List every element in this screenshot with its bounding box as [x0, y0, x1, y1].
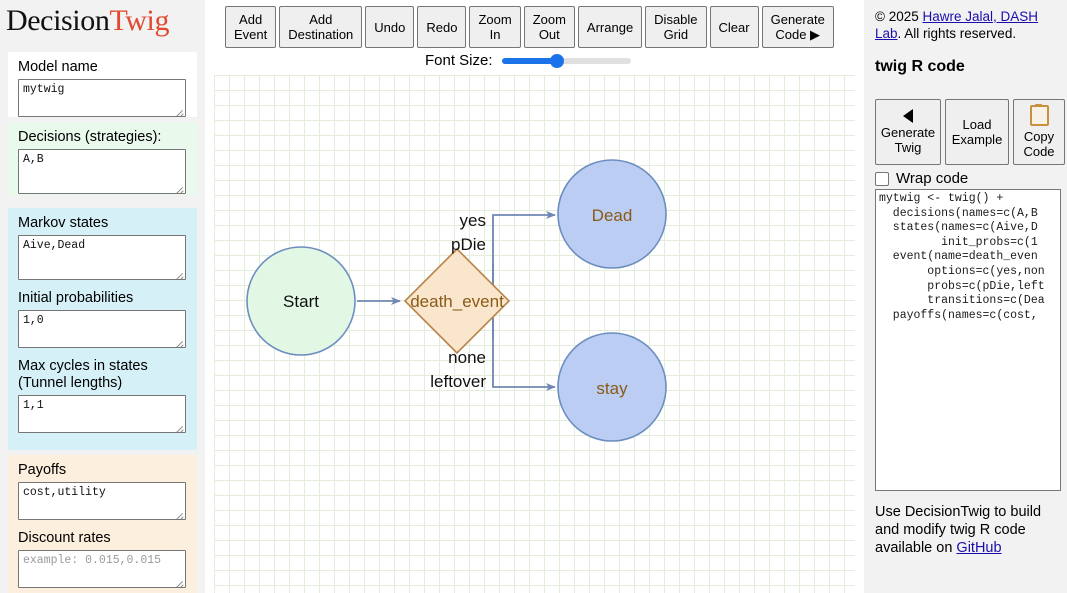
node-stay[interactable] [557, 332, 667, 442]
copyright-link[interactable]: Hawre Jalal, DASH Lab [875, 9, 1039, 41]
resize-grip-icon[interactable] [175, 423, 184, 432]
edge-label-none: none [448, 348, 486, 367]
decisions-label: Decisions (strategies): [18, 129, 162, 145]
wrap-code-label: Wrap code [896, 170, 969, 187]
node-dead-label: Dead [592, 206, 633, 225]
model-name-value: mytwig [23, 83, 65, 96]
markov-states-value: Aive,Dead [23, 239, 86, 252]
decisions-section: Decisions (strategies): A,B [8, 122, 197, 195]
load-example-button[interactable]: Load Example [945, 99, 1009, 165]
diagram-canvas[interactable]: Start death_event Dead stay yes pDie non… [214, 75, 855, 593]
slider-thumb[interactable] [549, 53, 564, 68]
node-start[interactable] [246, 246, 356, 356]
edge-label-yes: yes [460, 211, 486, 230]
top-toolbar: Add Event Add Destination Undo Redo Zoom… [214, 0, 864, 69]
zoom-in-button[interactable]: Zoom In [469, 6, 521, 48]
initial-probabilities-input[interactable]: 1,0 [18, 310, 186, 348]
footer-text: Use DecisionTwig to build and modify twi… [875, 504, 1042, 556]
markov-states-input[interactable]: Aive,Dead [18, 235, 186, 280]
arrange-button[interactable]: Arrange [577, 6, 643, 48]
copyright-suffix: . All rights reserved. [897, 26, 1017, 41]
initial-probabilities-label: Initial probabilities [18, 290, 134, 306]
markov-states-label: Markov states [18, 215, 109, 231]
resize-grip-icon[interactable] [175, 510, 184, 519]
generate-twig-button[interactable]: Generate Twig [875, 99, 941, 165]
logo-text-twig: Twig [109, 4, 170, 37]
r-code-text: mytwig <- twig() + decisions(names=c(A,B… [879, 192, 1045, 322]
font-size-control: Font Size: [425, 52, 631, 69]
slider-fill [501, 57, 557, 64]
font-size-slider[interactable] [501, 53, 631, 68]
resize-grip-icon[interactable] [175, 107, 184, 116]
footer-note: Use DecisionTwig to build and modify twi… [875, 503, 1061, 557]
generate-twig-label: Generate Twig [880, 125, 936, 155]
twig-code-title: twig R code [875, 58, 965, 75]
copyright-prefix: © 2025 [875, 9, 923, 24]
discount-rates-placeholder: example: 0.015,0.015 [23, 554, 162, 567]
edge-death-event-to-dead[interactable] [492, 211, 556, 339]
decisions-input[interactable]: A,B [18, 149, 186, 194]
model-name-label: Model name [18, 59, 98, 75]
undo-button[interactable]: Undo [365, 6, 415, 48]
edge-label-leftover: leftover [430, 372, 486, 391]
triangle-left-icon [903, 109, 913, 123]
model-name-section: Model name mytwig [8, 52, 197, 117]
copy-code-label: Copy Code [1023, 129, 1055, 159]
initial-probabilities-value: 1,0 [23, 314, 44, 327]
model-name-input[interactable]: mytwig [18, 79, 186, 117]
node-start-label: Start [283, 292, 319, 311]
add-event-button[interactable]: Add Event [225, 6, 277, 48]
resize-grip-icon[interactable] [175, 184, 184, 193]
copyright-notice: © 2025 Hawre Jalal, DASH Lab. All rights… [875, 8, 1061, 42]
clear-button[interactable]: Clear [709, 6, 759, 48]
github-link[interactable]: GitHub [956, 540, 1002, 556]
node-death-event-label: death_event [410, 292, 504, 311]
left-sidebar: DecisionTwig Model name mytwig Decisions… [0, 0, 205, 593]
logo-text-decision: Decision [6, 4, 110, 37]
max-cycles-input[interactable]: 1,1 [18, 395, 186, 433]
payoffs-value: cost,utility [23, 486, 106, 499]
zoom-out-button[interactable]: Zoom Out [523, 6, 575, 48]
right-panel: © 2025 Hawre Jalal, DASH Lab. All rights… [864, 0, 1067, 593]
payoffs-input[interactable]: cost,utility [18, 482, 186, 520]
max-cycles-label: Max cycles in states (Tunnel lengths) [18, 358, 148, 391]
payoffs-section: Payoffs cost,utility Discount rates exam… [8, 455, 197, 593]
resize-grip-icon[interactable] [175, 270, 184, 279]
node-stay-label: stay [596, 379, 628, 398]
discount-rates-label: Discount rates [18, 530, 111, 546]
node-death-event[interactable] [403, 247, 511, 355]
copy-code-button[interactable]: Copy Code [1013, 99, 1065, 165]
slider-track [501, 57, 631, 64]
r-code-textarea[interactable]: mytwig <- twig() + decisions(names=c(A,B… [875, 189, 1061, 491]
generate-code-button[interactable]: Generate Code ▶ [761, 6, 834, 48]
markov-section: Markov states Aive,Dead Initial probabil… [8, 208, 197, 450]
disable-grid-button[interactable]: Disable Grid [645, 6, 707, 48]
edge-death-event-to-stay[interactable] [492, 263, 556, 391]
decisions-value: A,B [23, 153, 44, 166]
redo-button[interactable]: Redo [417, 6, 467, 48]
diagram-svg: Start death_event Dead stay yes pDie non… [246, 159, 667, 442]
app-logo: DecisionTwig [6, 4, 169, 38]
clipboard-icon [1029, 104, 1049, 126]
resize-grip-icon[interactable] [175, 338, 184, 347]
add-destination-button[interactable]: Add Destination [279, 6, 363, 48]
font-size-label: Font Size: [425, 52, 493, 69]
node-dead[interactable] [557, 159, 667, 269]
toolbar-button-row: Add Event Add Destination Undo Redo Zoom… [225, 6, 834, 48]
load-example-label: Load Example [951, 117, 1003, 147]
discount-rates-input[interactable]: example: 0.015,0.015 [18, 550, 186, 588]
code-action-buttons: Generate Twig Load Example Copy Code [875, 99, 1065, 165]
resize-grip-icon[interactable] [175, 578, 184, 587]
payoffs-label: Payoffs [18, 462, 67, 478]
max-cycles-value: 1,1 [23, 399, 44, 412]
wrap-code-checkbox[interactable] [875, 171, 889, 186]
edge-label-pdie: pDie [451, 235, 486, 254]
wrap-code-control[interactable]: Wrap code [875, 170, 968, 187]
